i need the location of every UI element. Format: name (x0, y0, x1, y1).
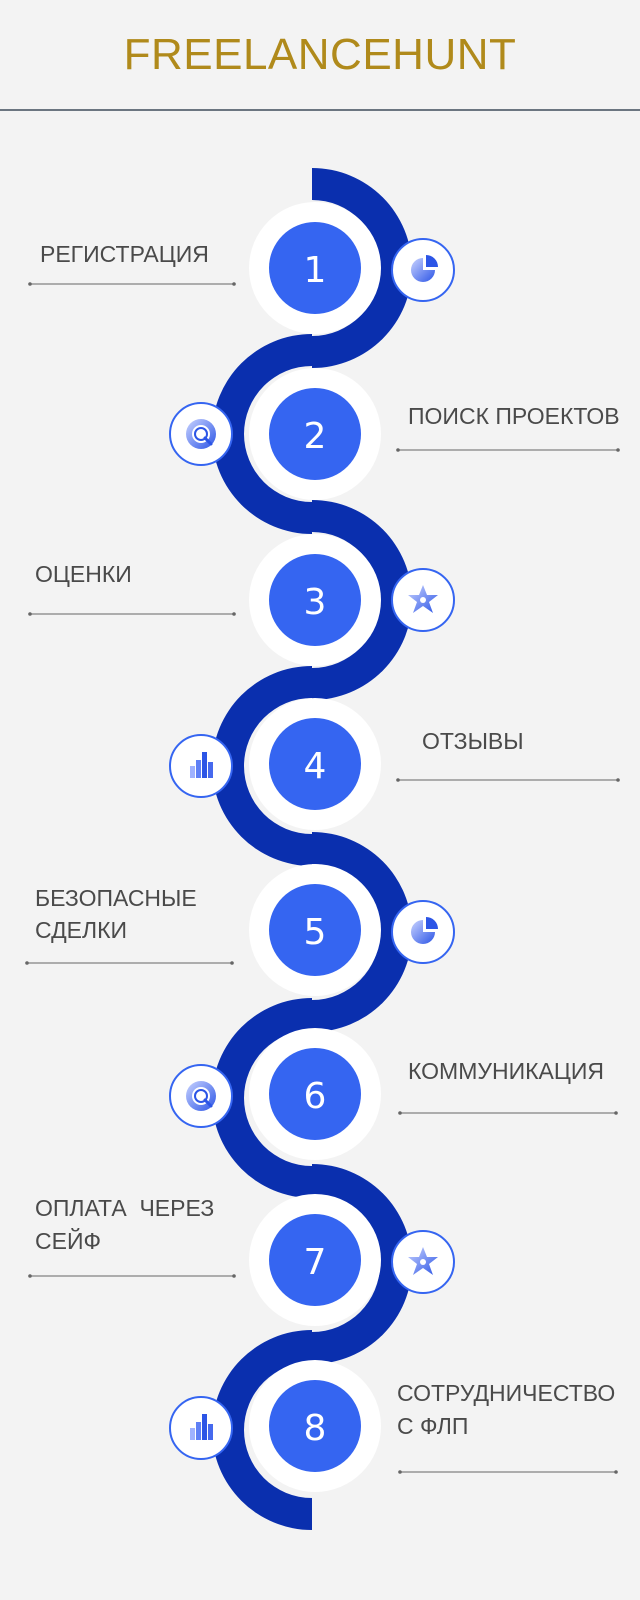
step-circle (269, 718, 361, 810)
step-7: 7 (249, 1194, 381, 1326)
step-1: 1 (249, 202, 381, 334)
step-4: 4 (249, 698, 381, 830)
step-number: 5 (304, 912, 327, 953)
step-underline (398, 1470, 618, 1474)
step-label-line2: С ФЛП (397, 1413, 468, 1439)
step-underline (396, 778, 620, 782)
step-label: ОЦЕНКИ (35, 561, 132, 587)
bar-chart-icon (169, 1396, 233, 1460)
step-circle (269, 1048, 361, 1140)
step-underline (396, 448, 620, 452)
step-label: ПОИСК ПРОЕКТОВ (408, 403, 620, 429)
step-circle (269, 1380, 361, 1472)
step-underline (25, 961, 234, 965)
step-5: 5 (249, 864, 381, 996)
pie-chart-icon (391, 238, 455, 302)
pie-chart-icon (391, 900, 455, 964)
step-label: КОММУНИКАЦИЯ (408, 1058, 604, 1084)
star-icon (391, 1230, 455, 1294)
step-circle (269, 222, 361, 314)
page-title: FREELANCEHUNT (123, 30, 517, 79)
step-number: 1 (304, 250, 327, 291)
step-number: 8 (304, 1408, 327, 1449)
step-underline (398, 1111, 618, 1115)
step-number: 7 (304, 1242, 327, 1283)
step-number: 4 (304, 746, 327, 787)
header: FREELANCEHUNT (0, 0, 640, 111)
step-circle (269, 884, 361, 976)
search-target-icon (169, 1064, 233, 1128)
step-circle (269, 388, 361, 480)
step-label-line1: ОПЛАТА ЧЕРЕЗ (35, 1195, 214, 1221)
step-2: 2 (249, 368, 381, 500)
step-6: 6 (249, 1028, 381, 1160)
step-underline (28, 1274, 236, 1278)
step-label-line1: СОТРУДНИЧЕСТВО (397, 1380, 615, 1406)
header-divider (0, 109, 640, 111)
step-3: 3 (249, 534, 381, 666)
bar-chart-icon (169, 734, 233, 798)
step-label: РЕГИСТРАЦИЯ (40, 241, 209, 267)
step-8: 8 (249, 1360, 381, 1492)
step-number: 6 (304, 1076, 327, 1117)
step-circle (269, 1214, 361, 1306)
star-icon (391, 568, 455, 632)
step-label-line2: СЕЙФ (35, 1227, 101, 1254)
step-label-line1: БЕЗОПАСНЫЕ (35, 885, 197, 911)
step-label: ОТЗЫВЫ (422, 728, 524, 754)
step-label-line2: СДЕЛКИ (35, 917, 127, 943)
step-underline (28, 282, 236, 286)
wave-path (212, 168, 412, 1530)
step-circle (269, 554, 361, 646)
step-number: 2 (304, 416, 327, 457)
step-underline (28, 612, 236, 616)
step-number: 3 (304, 582, 327, 623)
search-target-icon (169, 402, 233, 466)
